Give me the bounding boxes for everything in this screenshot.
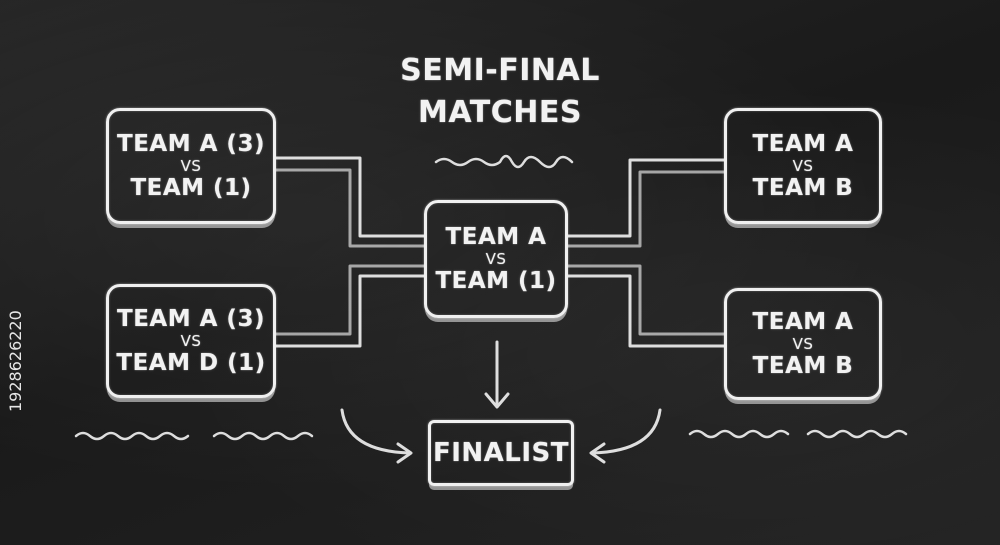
finalist-box: FINALIST bbox=[428, 420, 574, 486]
team-name: TEAM A bbox=[752, 309, 854, 335]
match-box-bottom-left: TEAM A (3) VS TEAM D (1) bbox=[106, 284, 276, 398]
vs-label: VS bbox=[485, 250, 507, 268]
team-name: TEAM B bbox=[752, 175, 854, 201]
vs-label: VS bbox=[792, 157, 814, 175]
vs-label: VS bbox=[180, 157, 202, 175]
vs-label: VS bbox=[180, 332, 202, 350]
match-box-top-left: TEAM A (3) VS TEAM (1) bbox=[106, 108, 276, 224]
wave-left-1 bbox=[74, 431, 190, 441]
vs-label: VS bbox=[792, 335, 814, 353]
team-name: TEAM A (3) bbox=[117, 306, 265, 332]
finalist-label: FINALIST bbox=[432, 438, 570, 468]
wave-left-2 bbox=[212, 431, 314, 441]
wave-right-2 bbox=[806, 429, 908, 439]
team-name: TEAM (1) bbox=[435, 268, 557, 294]
team-name: TEAM A bbox=[752, 131, 854, 157]
curved-arrow-right-icon bbox=[590, 408, 662, 455]
match-box-top-right: TEAM A VS TEAM B bbox=[724, 108, 882, 224]
title-squiggle bbox=[434, 154, 574, 169]
connector-top-right bbox=[566, 158, 726, 238]
curved-arrow-left-icon bbox=[340, 408, 412, 455]
connector-bottom-left bbox=[274, 274, 426, 348]
wave-right-1 bbox=[688, 429, 790, 439]
team-name: TEAM (1) bbox=[130, 175, 252, 201]
connector-top-left bbox=[274, 156, 426, 238]
title-line-2: MATCHES bbox=[418, 95, 582, 130]
match-box-center: TEAM A VS TEAM (1) bbox=[424, 200, 568, 318]
team-name: TEAM B bbox=[752, 353, 854, 379]
title-line-1: SEMI-FINAL bbox=[400, 53, 600, 88]
team-name: TEAM D (1) bbox=[116, 350, 266, 376]
team-name: TEAM A bbox=[445, 224, 547, 250]
stock-id-text: 1928626220 bbox=[6, 310, 25, 412]
team-name: TEAM A (3) bbox=[117, 131, 265, 157]
connector-bottom-right bbox=[566, 274, 726, 348]
diagram-title: SEMI-FINAL MATCHES bbox=[395, 50, 605, 134]
match-box-bottom-right: TEAM A VS TEAM B bbox=[724, 288, 882, 400]
